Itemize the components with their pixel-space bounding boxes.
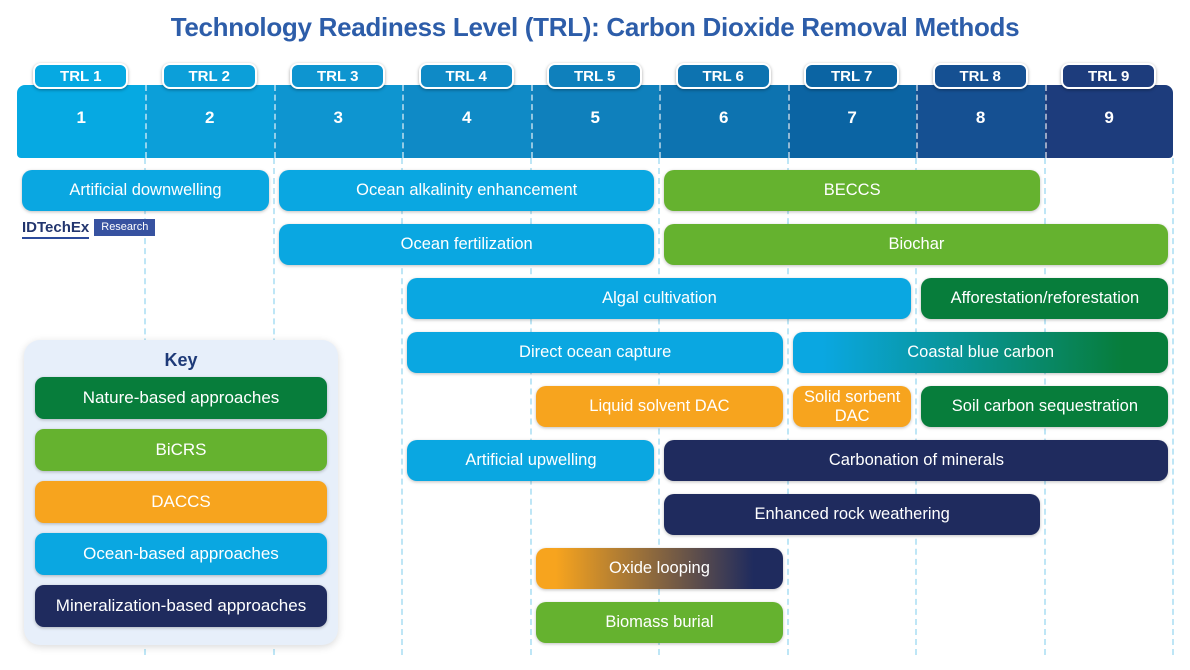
trl-number-6: 6 [718,108,729,127]
method-bar-label: Artificial upwelling [465,451,597,470]
trl-badge-7: TRL 7 [804,63,900,89]
method-bar: Soil carbon sequestration [921,386,1169,427]
method-bar: Liquid solvent DAC [535,386,783,427]
trl-column-3 [273,85,403,158]
method-bar: Afforestation/reforestation [921,278,1169,319]
method-bar-label: Algal cultivation [602,289,717,308]
method-bar: BECCS [664,170,1040,211]
key-item: BiCRS [35,429,327,471]
key-item: Ocean-based approaches [35,533,327,575]
trl-badge-5: TRL 5 [547,63,643,89]
method-bar: Artificial downwelling [22,170,269,211]
key-item: DACCS [35,481,327,523]
method-bar: Biomass burial [535,602,783,643]
trl-number-4: 4 [461,108,472,127]
trl-number-7: 7 [847,108,857,127]
method-bar: Algal cultivation [407,278,912,319]
method-bar-label: Direct ocean capture [519,343,672,362]
trl-number-9: 9 [1104,108,1114,127]
trl-column-8 [916,85,1045,158]
key-item-label: DACCS [151,492,211,511]
trl-column-5 [530,85,660,158]
trl-badge-8: TRL 8 [932,63,1028,89]
method-bar: Coastal blue carbon [792,332,1169,373]
page-title: Technology Readiness Level (TRL): Carbon… [170,12,1020,42]
trl-number-2: 2 [204,108,215,127]
key-item-label: Ocean-based approaches [83,544,279,563]
trl-number-5: 5 [590,108,600,127]
trl-number-8: 8 [975,108,986,127]
trl-badge-9: TRL 9 [1061,63,1157,89]
trl-number-1: 1 [76,108,86,127]
trl-column-9 [1044,85,1174,158]
method-bar: Solid sorbent DAC [792,386,912,427]
method-bar-label: Carbonation of minerals [828,451,1004,470]
idtechex-logo-research-tag: Research [94,219,156,236]
idtechex-logo-name: IDTechEx [22,219,90,239]
trl-column-6 [659,85,788,158]
key-item-label: BiCRS [155,440,207,459]
trl-badge-3: TRL 3 [290,63,386,89]
trl-column-2 [145,85,274,158]
method-bar-label: Ocean fertilization [400,235,533,254]
trl-column-7 [787,85,917,158]
method-bar-label: Soil carbon sequestration [951,397,1138,416]
method-bar-label: Biochar [888,235,945,254]
gridline-9 [1172,158,1175,655]
trl-number-3: 3 [333,108,343,127]
gridline-4 [529,158,532,655]
method-bar-label: Liquid solvent DAC [589,397,730,416]
method-bar: Direct ocean capture [407,332,783,373]
gridline-7 [915,158,918,655]
trl-badge-2: TRL 2 [161,63,257,89]
method-bar: Oxide looping [535,548,783,589]
method-bar: Carbonation of minerals [664,440,1169,481]
method-bar-label: Solid sorbent DAC [804,388,901,425]
key-item: Mineralization-based approaches [35,585,327,627]
trl-column-1 [17,85,146,158]
method-bar-label: Ocean alkalinity enhancement [356,181,578,200]
method-bar: Ocean alkalinity enhancement [278,170,655,211]
method-bar-label: BECCS [823,181,881,200]
trl-column-4 [402,85,531,158]
method-bar: Enhanced rock weathering [664,494,1040,535]
key-item-label: Mineralization-based approaches [55,596,307,615]
method-bar: Artificial upwelling [407,440,655,481]
method-bar-label: Enhanced rock weathering [754,505,950,524]
trl-badge-6: TRL 6 [675,63,771,89]
key-item: Nature-based approaches [35,377,327,419]
method-bar-label: Afforestation/reforestation [950,289,1140,308]
key-item-label: Nature-based approaches [82,388,280,407]
trl-badge-4: TRL 4 [418,63,514,89]
method-bar: Biochar [664,224,1169,265]
trl-badge-1: TRL 1 [33,63,129,89]
method-bar-label: Biomass burial [605,613,714,632]
gridline-6 [786,158,789,655]
method-bar-label: Artificial downwelling [69,181,222,200]
method-bar-label: Oxide looping [608,559,710,578]
gridline-3 [401,158,404,655]
method-bar-label: Coastal blue carbon [907,343,1055,362]
method-bar: Ocean fertilization [278,224,655,265]
key-title: Key [164,350,198,370]
